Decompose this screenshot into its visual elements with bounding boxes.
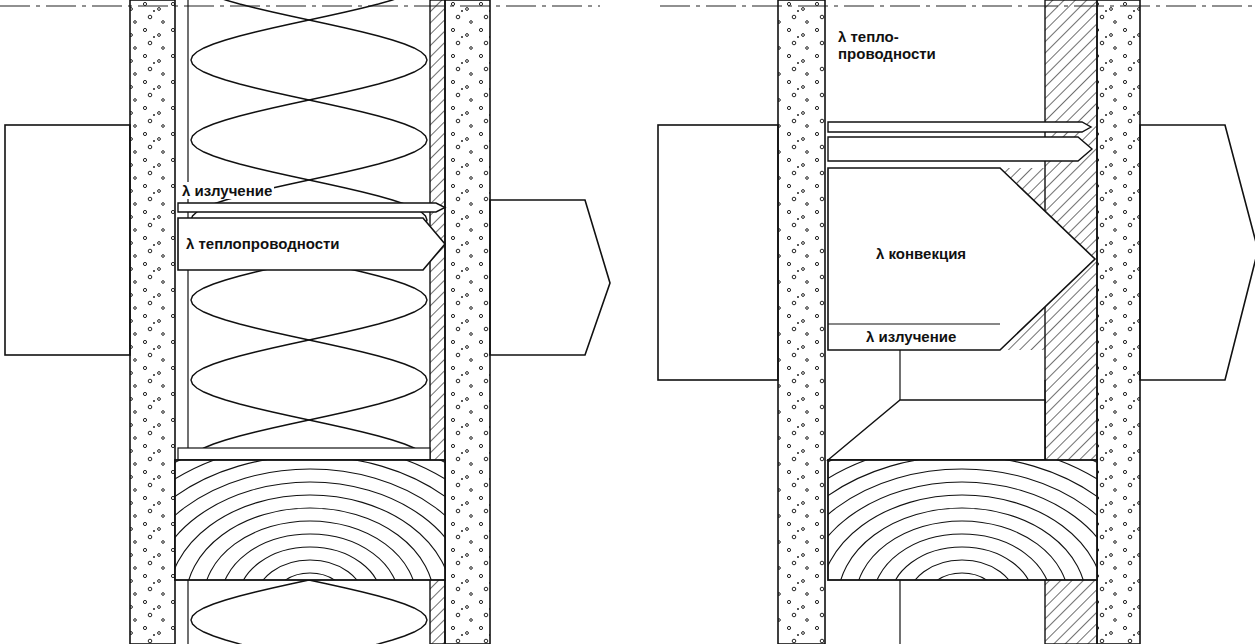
flow-label: λ излучение (180, 182, 274, 199)
flow-label: λ конвекция (876, 245, 966, 262)
wood-ring (890, 547, 1033, 580)
wood-ring (855, 521, 1068, 580)
flow-label: λ тепло- проводности (836, 28, 944, 63)
wood-ring (175, 460, 445, 580)
flow-label: λ теплопроводности (186, 235, 340, 252)
wood-ring (274, 573, 347, 580)
wood-ring (926, 573, 999, 580)
strip-divider (828, 323, 1000, 324)
wood-ring (175, 460, 445, 580)
heat-flow-arrow: λ теплопроводности (178, 218, 445, 270)
heat-flow-arrow: λ конвекция λ излучение (828, 168, 1095, 350)
wood-ring (828, 460, 1097, 580)
wood-ring (186, 508, 434, 580)
wood-ring (828, 495, 1097, 580)
wood-ring (221, 534, 399, 580)
wood-ring (175, 460, 445, 580)
wood-ring (175, 460, 445, 580)
wood-ring (203, 521, 416, 580)
wood-ring (828, 469, 1097, 580)
wood-ring (908, 560, 1016, 580)
wood-ring (828, 460, 1097, 580)
wood-ring (175, 460, 445, 580)
wood-ring (238, 547, 381, 580)
wood-ring (175, 482, 445, 580)
wood-ring (828, 460, 1097, 580)
wood-ring (828, 460, 1097, 580)
wood-ring (256, 560, 364, 580)
wood-ring (838, 508, 1086, 580)
wood-ring (873, 534, 1051, 580)
wood-ring (828, 460, 1097, 580)
wood-ring (175, 495, 445, 580)
wood-ring (828, 460, 1097, 580)
wood-ring (175, 460, 445, 580)
wood-ring (828, 482, 1097, 580)
flow-label: λ излучение (866, 328, 956, 345)
wood-ring (175, 469, 445, 580)
